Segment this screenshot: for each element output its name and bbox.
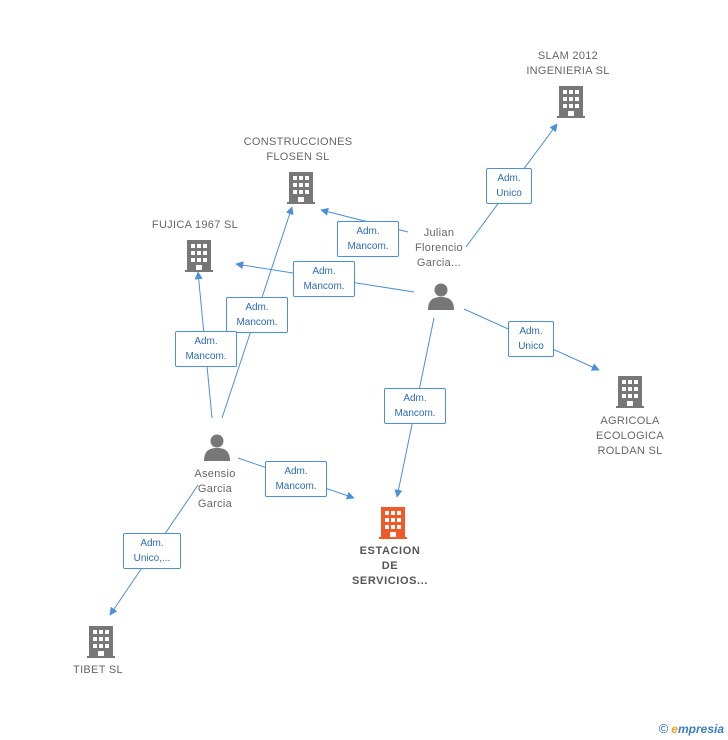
badge-line: Adm. [140, 538, 164, 549]
asensio-label-line-2: Garcia [197, 483, 233, 495]
badge-line: Adm. [245, 302, 269, 313]
fujica-label-line-1: FUJICA 1967 SL [151, 219, 239, 231]
julian-label-line-1: Julian [423, 227, 455, 239]
empresia-logo-e: e [671, 722, 678, 736]
badge-line: Mancom. [236, 317, 278, 328]
badge-line: Unico [496, 188, 522, 199]
julian-label-line-2: Florencio [415, 242, 463, 254]
empresia-footer[interactable]: ©empresia [659, 721, 724, 736]
edge-badge-asensio-estacion[interactable]: Adm. Mancom. [265, 461, 327, 497]
asensio-person-icon[interactable] [203, 433, 231, 466]
julian-label[interactable]: Julian Florencio Garcia... [400, 226, 478, 271]
slam-building-icon[interactable] [557, 86, 585, 123]
agricola-label-line-2: ECOLOGICA [595, 430, 665, 442]
badge-line: Mancom. [394, 408, 436, 419]
edge-badge-asensio-construcciones[interactable]: Adm. Mancom. [226, 297, 288, 333]
badge-line: Unico [518, 341, 544, 352]
estacion-label-line-1: ESTACION [359, 545, 421, 557]
badge-line: Adm. [194, 336, 218, 347]
edge-badge-asensio-fujica[interactable]: Adm. Mancom. [175, 331, 237, 367]
estacion-building-icon[interactable] [379, 507, 407, 544]
agricola-label-line-1: AGRICOLA [600, 415, 660, 427]
copyright-symbol: © [658, 721, 669, 736]
tibet-building-icon[interactable] [87, 626, 115, 663]
slam-label[interactable]: SLAM 2012 INGENIERIA SL [508, 49, 628, 79]
construcciones-building-icon[interactable] [287, 172, 315, 209]
badge-line: Adm. [519, 326, 543, 337]
badge-line: Adm. [312, 266, 336, 277]
slam-label-line-1: SLAM 2012 [537, 50, 599, 62]
asensio-label[interactable]: Asensio Garcia Garcia [175, 467, 255, 512]
badge-line: Adm. [356, 226, 380, 237]
construcciones-label-line-1: CONSTRUCCIONES [243, 136, 353, 148]
fujica-building-icon[interactable] [185, 240, 213, 277]
agricola-label-line-3: ROLDAN SL [597, 445, 663, 457]
julian-person-icon[interactable] [427, 282, 455, 315]
construcciones-label-line-2: FLOSEN SL [266, 151, 330, 163]
estacion-label-line-2: DE [381, 560, 399, 572]
edge-badge-asensio-tibet[interactable]: Adm. Unico,... [123, 533, 181, 569]
tibet-label-line-1: TIBET SL [73, 664, 123, 676]
estacion-label[interactable]: ESTACION DE SERVICIOS... [340, 544, 440, 589]
fujica-label[interactable]: FUJICA 1967 SL [140, 218, 250, 233]
badge-line: Adm. [403, 393, 427, 404]
badge-line: Mancom. [275, 481, 317, 492]
edge-badge-julian-fujica[interactable]: Adm. Mancom. [293, 261, 355, 297]
tibet-label[interactable]: TIBET SL [60, 663, 136, 678]
agricola-label[interactable]: AGRICOLA ECOLOGICA ROLDAN SL [580, 414, 680, 459]
edge-badge-julian-construcciones[interactable]: Adm. Mancom. [337, 221, 399, 257]
slam-label-line-2: INGENIERIA SL [526, 65, 610, 77]
badge-line: Mancom. [347, 241, 389, 252]
edge-badge-julian-slam[interactable]: Adm. Unico [486, 168, 532, 204]
asensio-label-line-1: Asensio [194, 468, 236, 480]
badge-line: Adm. [497, 173, 521, 184]
badge-line: Unico,... [133, 553, 171, 564]
empresia-brand-text: mpresia [677, 722, 724, 736]
estacion-label-line-3: SERVICIOS... [351, 575, 429, 587]
edge-badge-julian-agricola[interactable]: Adm. Unico [508, 321, 554, 357]
badge-line: Mancom. [303, 281, 345, 292]
asensio-label-line-3: Garcia [197, 498, 233, 510]
edge-badge-julian-estacion[interactable]: Adm. Mancom. [384, 388, 446, 424]
badge-line: Adm. [284, 466, 308, 477]
agricola-building-icon[interactable] [616, 376, 644, 413]
badge-line: Mancom. [185, 351, 227, 362]
julian-label-line-3: Garcia... [416, 257, 462, 269]
construcciones-label[interactable]: CONSTRUCCIONES FLOSEN SL [233, 135, 363, 165]
